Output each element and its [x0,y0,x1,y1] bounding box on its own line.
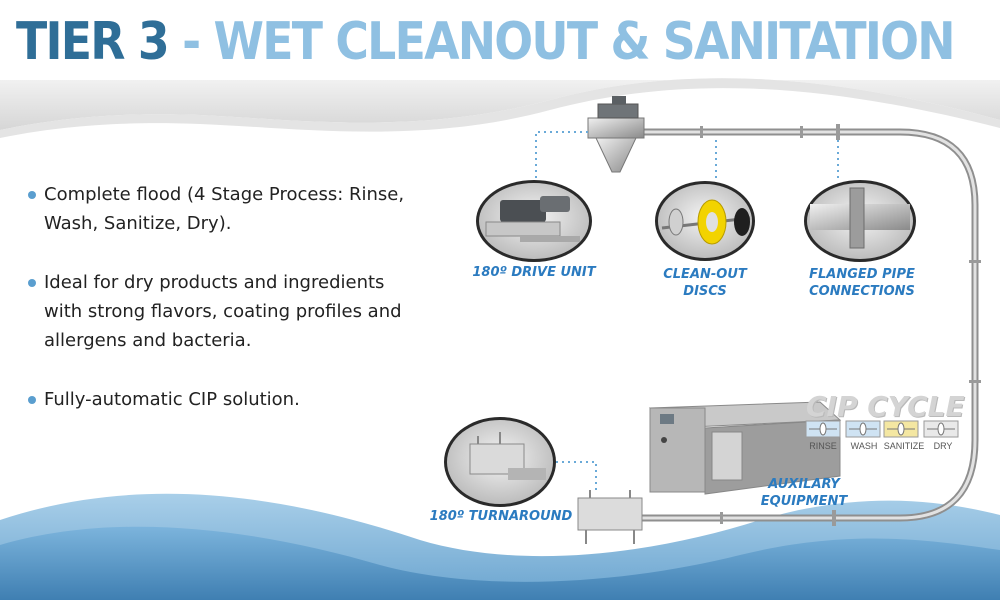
leader-lines [535,131,839,494]
list-item: Fully-automatic CIP solution. [28,385,428,414]
turnaround-machine [577,490,643,544]
pipe-flanges [700,124,981,526]
bottom-wave-front [0,526,1000,600]
bullet-dot-icon [28,279,36,287]
callout-auxiliary-equipment: AUXILARY EQUIPMENT [754,476,854,510]
cip-stage-label: WASH [850,441,878,451]
cip-stage-label: DRY [933,441,953,451]
photo-flanged-pipe [804,180,916,262]
conveyor-pipe [586,128,979,522]
auxiliary-cabinet [648,401,842,495]
list-item: Complete flood (4 Stage Process: Rinse, … [28,180,428,238]
feature-list: Complete flood (4 Stage Process: Rinse, … [28,180,428,444]
bullet-text: Complete flood (4 Stage Process: Rinse, … [44,184,405,234]
drive-hopper [587,96,645,173]
callout-clean-out-discs: CLEAN-OUT DISCS [655,266,755,300]
callout-drive-unit-label: 180º DRIVE UNIT [472,265,596,280]
cip-stage-label: SANITIZE [883,441,925,451]
cip-stage-icon [845,420,881,438]
photo-turnaround [444,417,556,507]
page-title: TIER 3 - WET CLEANOUT & SANITATION [16,2,956,82]
photo-clean-out-discs [655,181,755,261]
list-item: Ideal for dry products and ingredients w… [28,268,428,355]
callout-drive-unit: 180º DRIVE UNIT [470,264,598,281]
callout-aux-line1: AUXILARY [768,477,840,492]
bullet-dot-icon [28,396,36,404]
photo-drive-unit [476,180,592,262]
title-tier: TIER 3 [16,12,170,72]
cip-stage-label: RINSE [809,441,837,451]
callout-aux-line2: EQUIPMENT [760,494,848,509]
bullet-text: Fully-automatic CIP solution. [44,389,300,410]
callout-turnaround-label: 180º TURNAROUND [429,509,573,524]
bullet-text: Ideal for dry products and ingredients w… [44,272,402,351]
callout-flanged-line2: CONNECTIONS [809,284,915,299]
cip-cycle-icons [805,420,959,438]
cip-stage-icon [805,420,841,438]
cip-cycle-title: CIP CYCLE [806,390,965,423]
callout-flanged-line1: FLANGED PIPE [809,267,915,282]
callout-discs-line2: DISCS [683,284,727,299]
callout-turnaround: 180º TURNAROUND [424,508,578,525]
cip-stage-icon [923,420,959,438]
callout-discs-line1: CLEAN-OUT [663,267,747,282]
title-topic: - WET CLEANOUT & SANITATION [167,12,955,72]
cip-stage-icon [883,420,919,438]
callout-flanged-pipe: FLANGED PIPE CONNECTIONS [800,266,924,300]
top-grey-shadow [0,78,1000,138]
top-grey-band [0,78,1000,130]
bullet-dot-icon [28,191,36,199]
